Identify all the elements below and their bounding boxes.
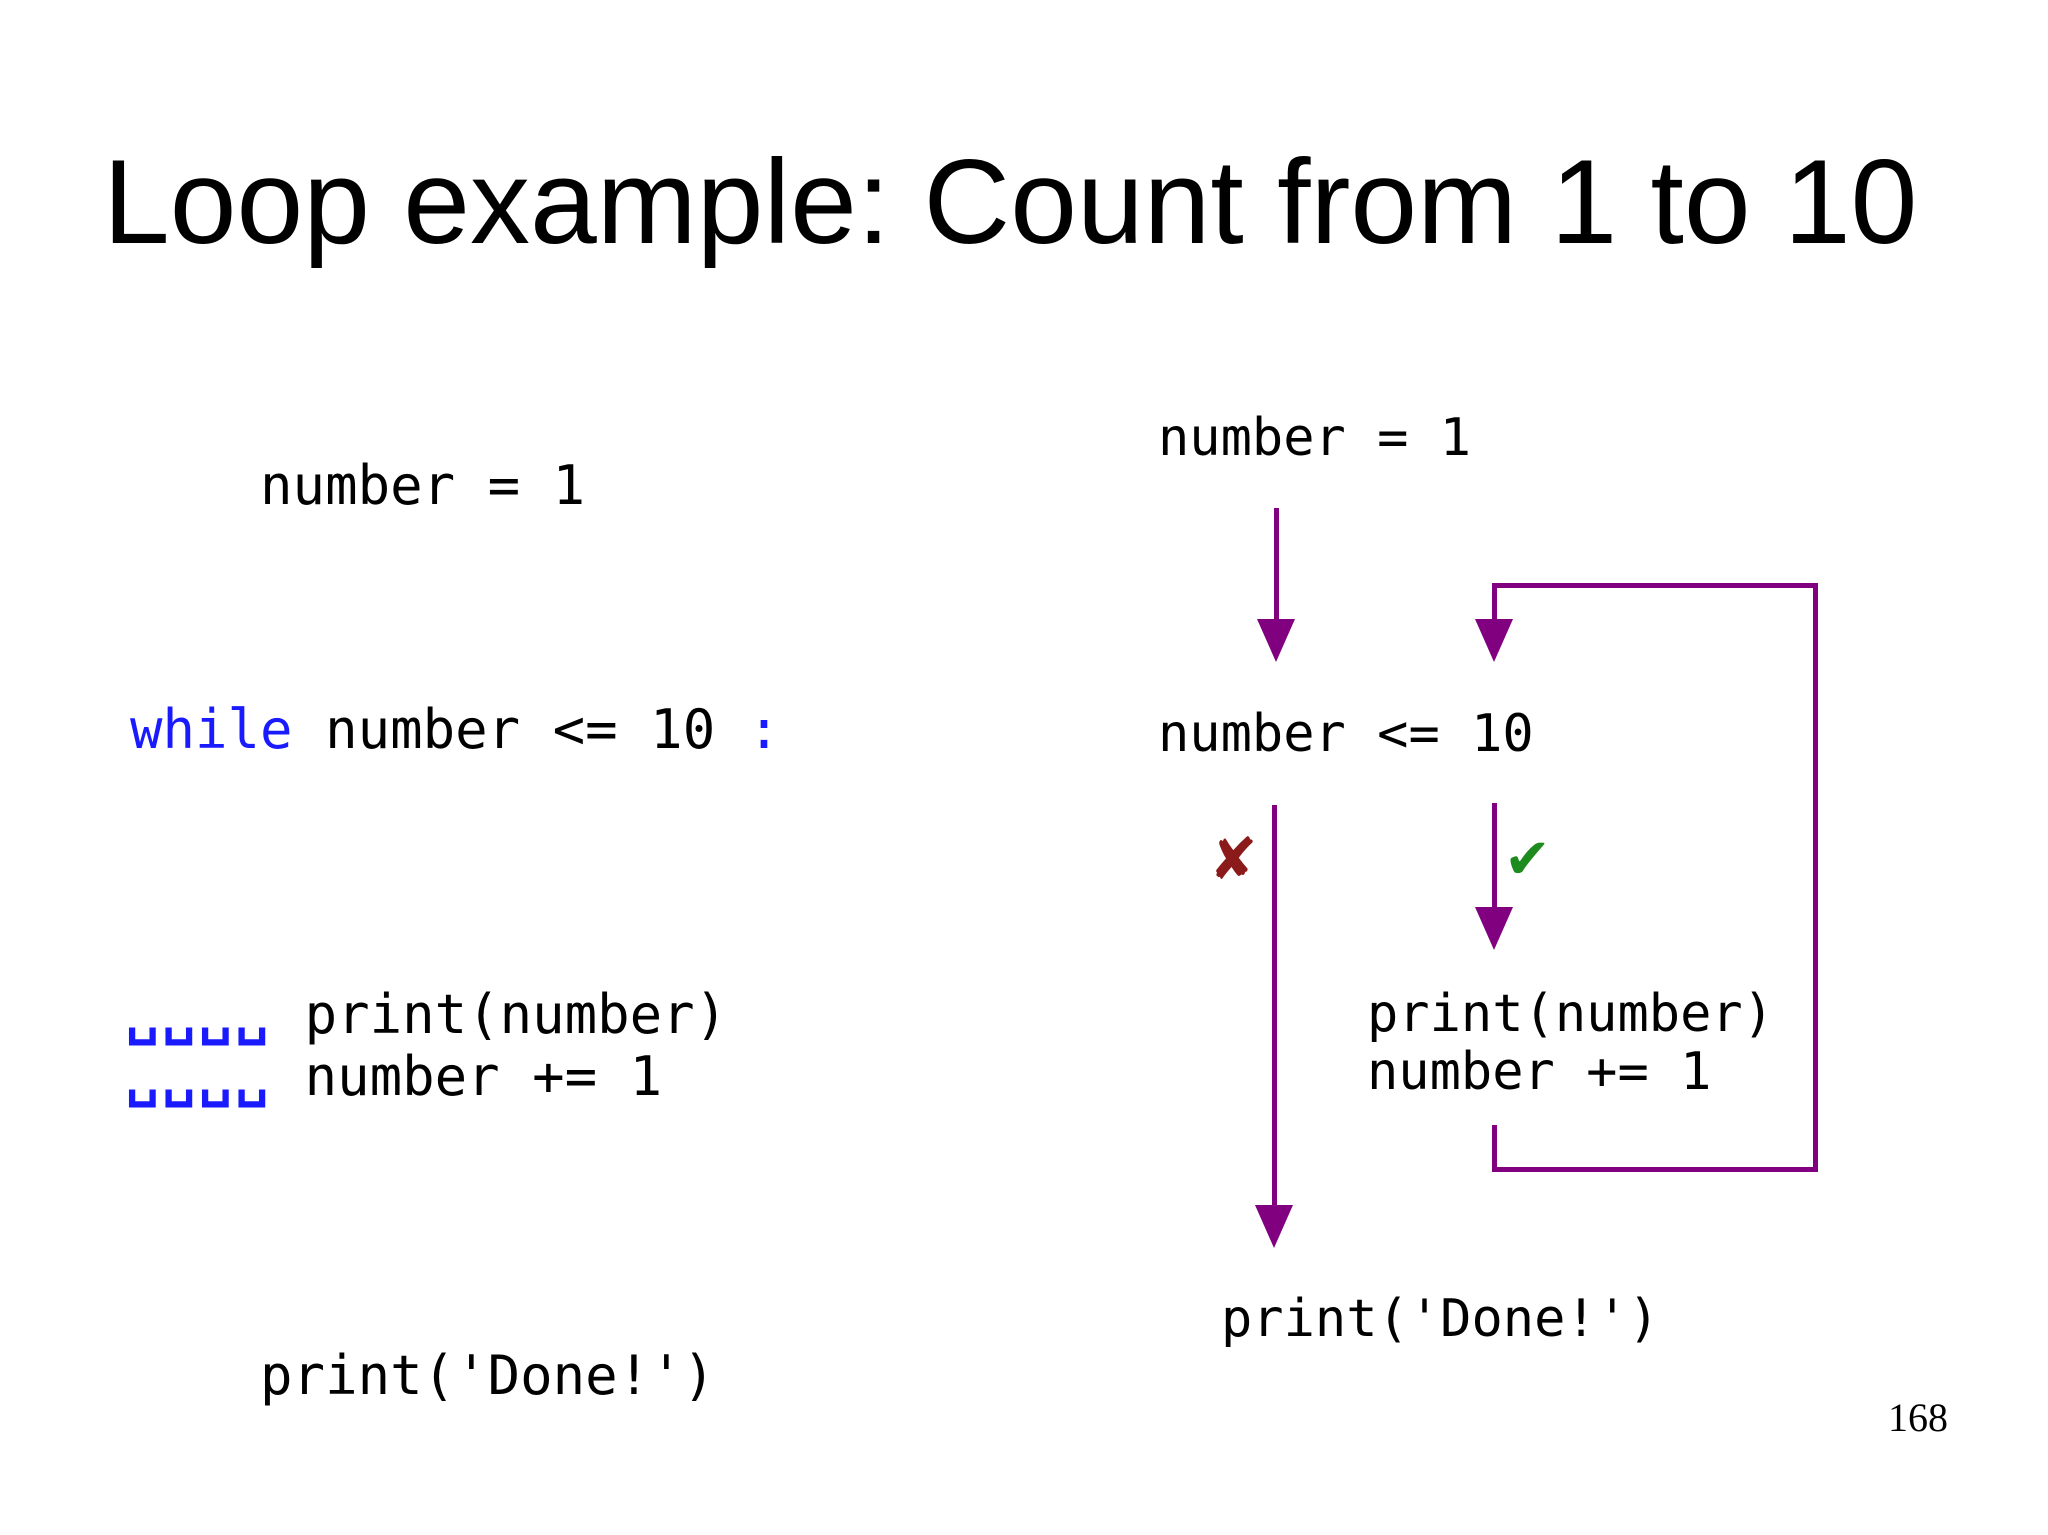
check-mark-icon: ✔	[1504, 827, 1551, 892]
arrow-head-icon	[1475, 619, 1513, 662]
flow-body-label: print(number)number += 1	[1367, 985, 1774, 1101]
loop-line-right	[1813, 583, 1818, 1172]
arrow-shaft	[1492, 803, 1497, 911]
arrow-shaft	[1272, 805, 1277, 1208]
loop-line-top	[1492, 583, 1818, 588]
slide-title: Loop example: Count from 1 to 10	[103, 135, 1918, 269]
arrow-head-icon	[1257, 619, 1295, 662]
print-number-text: print(number)	[304, 983, 728, 1046]
arrow-head-icon	[1255, 1205, 1293, 1248]
code-line-done: print('Done!')	[130, 1295, 715, 1457]
flow-condition-label: number <= 10	[1158, 704, 1534, 764]
flow-done-label: print('Done!')	[1221, 1289, 1660, 1349]
code-line-increment: ␣␣␣␣ number += 1	[126, 1050, 662, 1104]
indent-markers-icon: ␣␣␣␣	[126, 983, 273, 1046]
cross-mark-icon: ✘	[1209, 825, 1258, 893]
indent-markers-icon: ␣␣␣␣	[126, 1045, 273, 1108]
flow-init-label: number = 1	[1158, 408, 1472, 468]
print-done-text: print('Done!')	[260, 1344, 716, 1407]
loop-line-bottom	[1492, 1167, 1818, 1172]
while-condition-text: number <= 10	[292, 698, 748, 761]
keyword-while: while	[130, 698, 293, 761]
code-line-init: number = 1	[130, 405, 585, 567]
loop-line-stub	[1492, 1125, 1497, 1172]
arrow-shaft	[1274, 508, 1279, 624]
code-line-while: while number <= 10 :	[130, 703, 780, 757]
increment-text: number += 1	[304, 1045, 663, 1108]
flow-body-line1: print(number)	[1367, 984, 1774, 1044]
code-init-text: number = 1	[260, 454, 586, 517]
arrow-head-icon	[1475, 907, 1513, 950]
colon-token: :	[747, 698, 781, 761]
page-number: 168	[1888, 1395, 1948, 1440]
arrow-shaft	[1492, 583, 1497, 623]
code-line-print-number: ␣␣␣␣ print(number)	[126, 988, 727, 1042]
flow-body-line2: number += 1	[1367, 1042, 1712, 1103]
